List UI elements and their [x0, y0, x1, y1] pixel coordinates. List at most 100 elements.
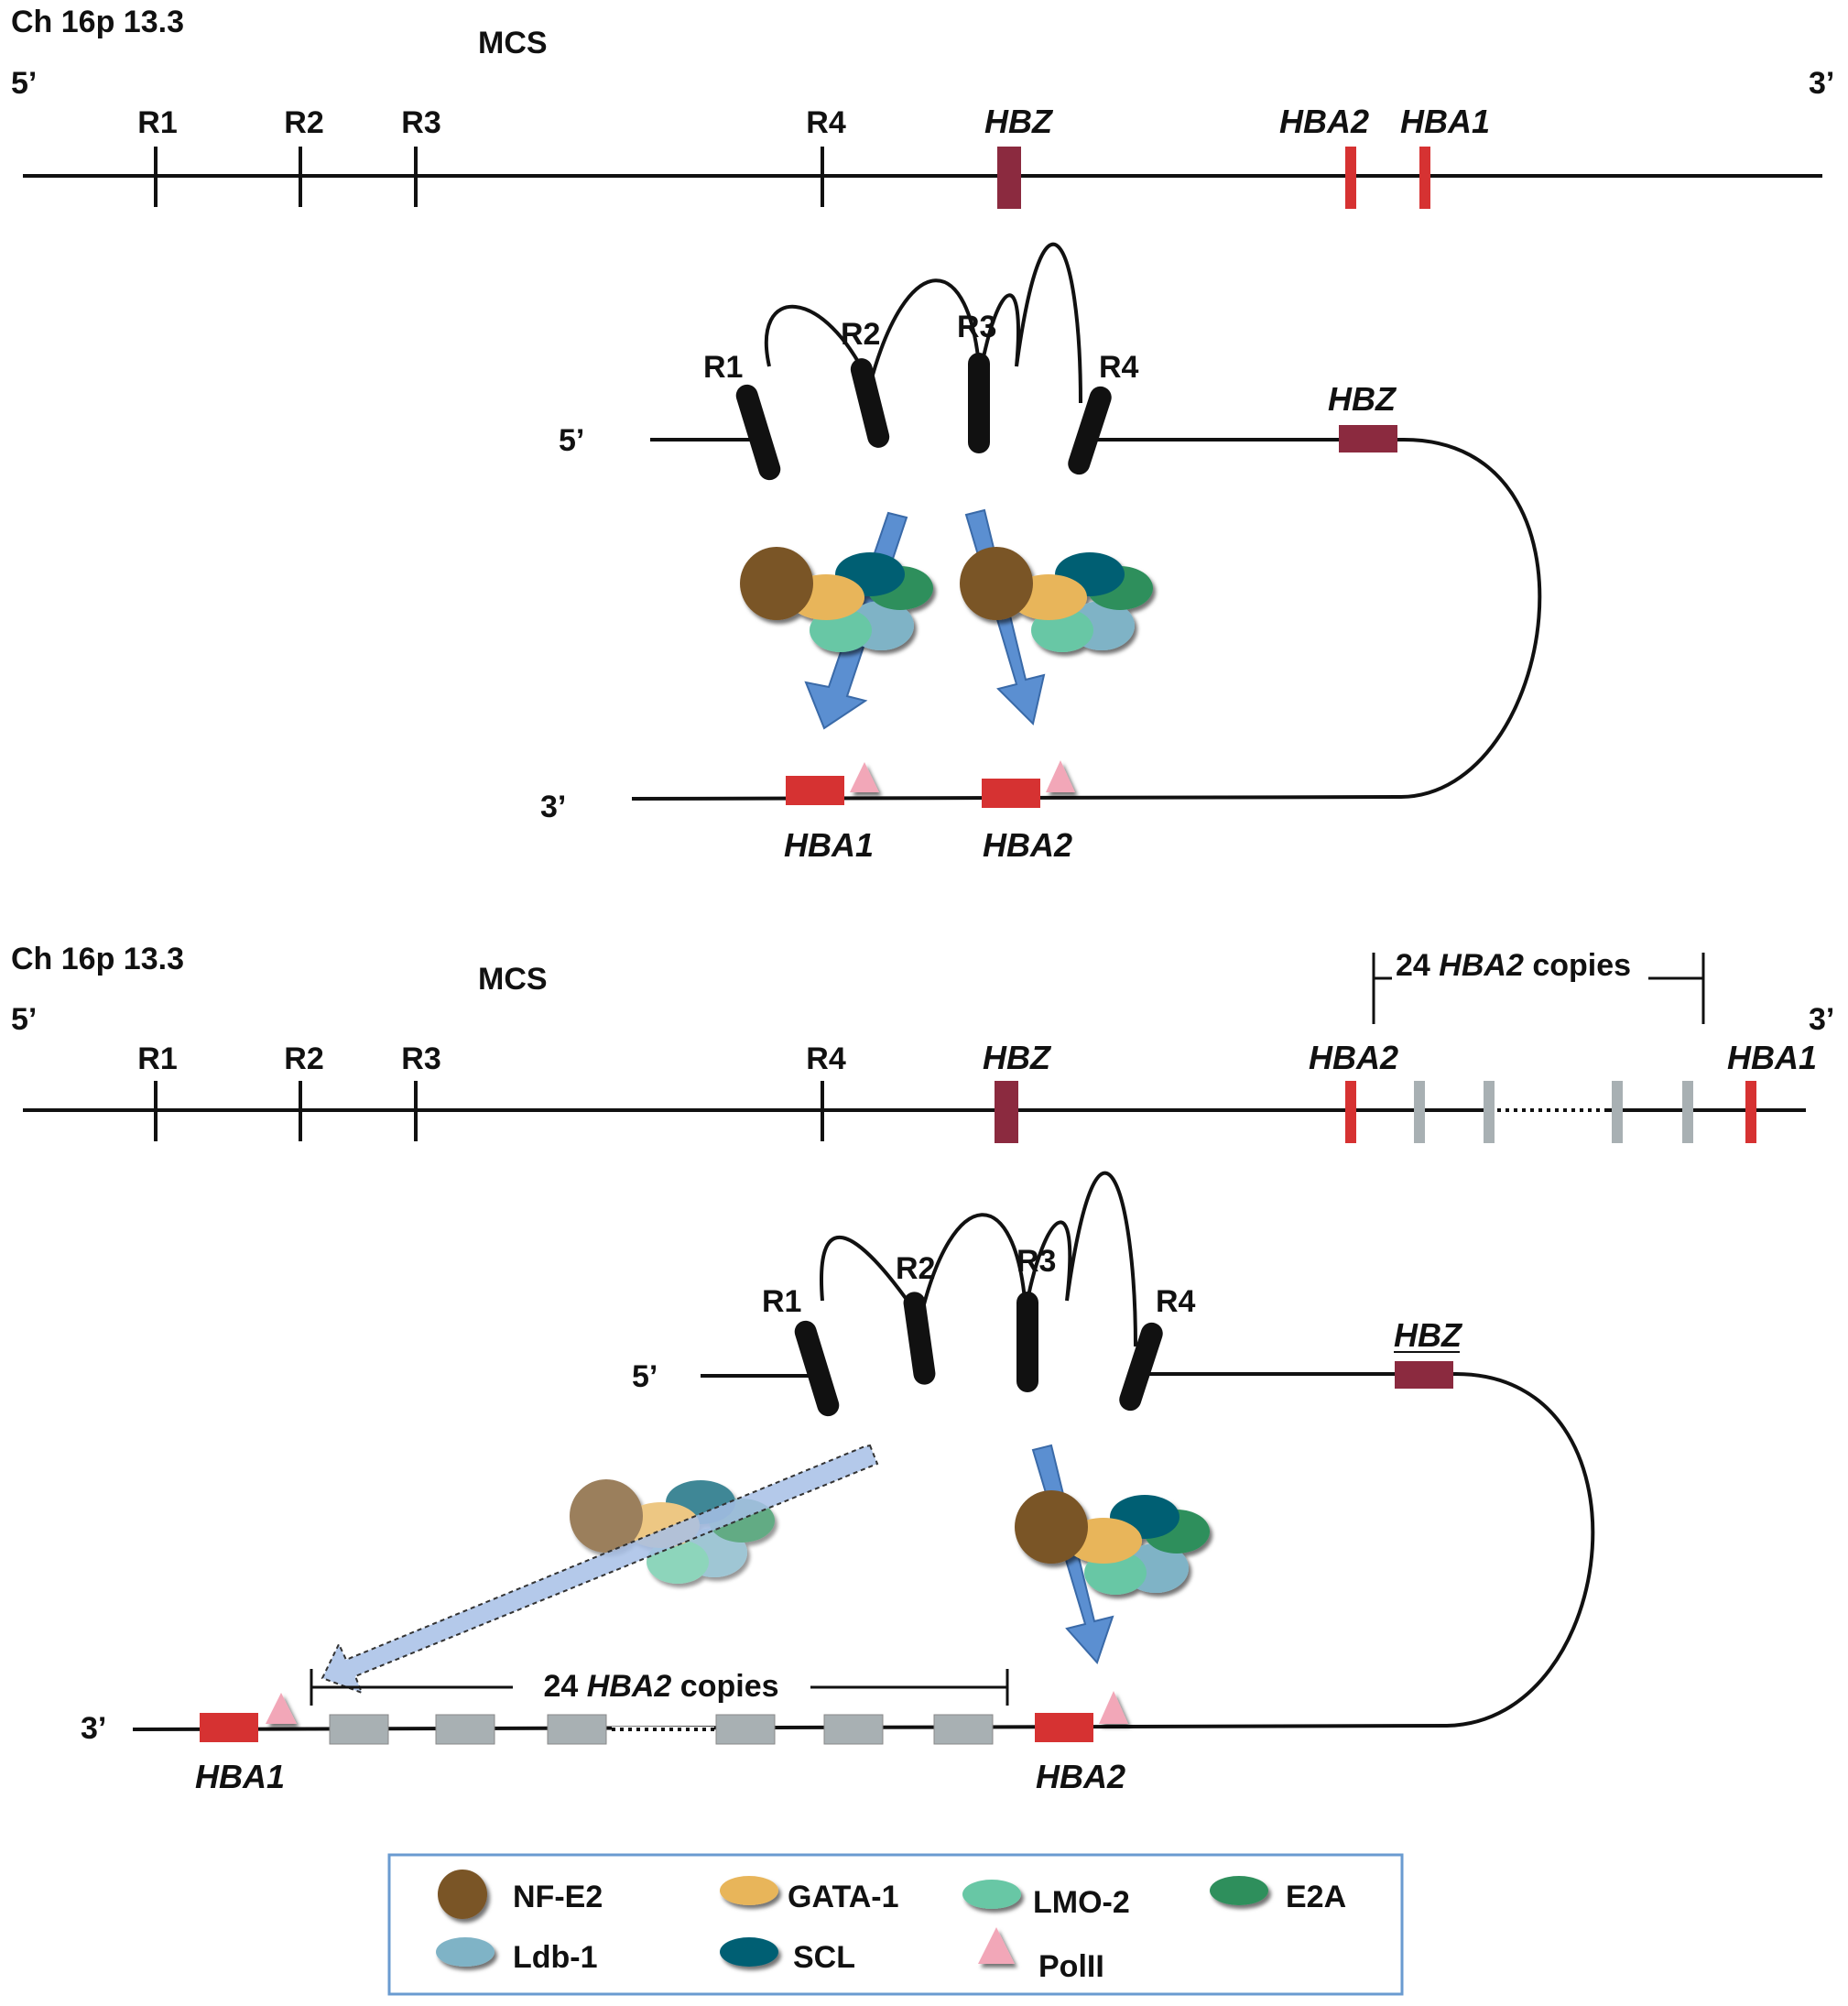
- panel1-loop-arches: [764, 242, 1082, 404]
- panel1-loop-r3-element: [968, 353, 990, 453]
- panel1-polii-hba1: [850, 762, 879, 792]
- panel2-linear-map: Ch 16p 13.3 MCS 5’ 3’ 24 HBA2 copies R1 …: [11, 942, 1834, 1143]
- nfe2-shape: [740, 547, 813, 620]
- panel2-r1-label: R1: [137, 1041, 177, 1076]
- panel1-r4-label: R4: [806, 105, 846, 140]
- panel2-mcs-label: MCS: [478, 962, 548, 997]
- panel2-loop-five-prime: 5’: [632, 1359, 658, 1394]
- legend-ldb1-swatch: [436, 1937, 495, 1967]
- panel1-r2-label: R2: [284, 105, 323, 140]
- panel1-loop-r1-element: [735, 384, 781, 481]
- panel1-r3-label: R3: [401, 105, 440, 140]
- panel1-complex-left: [740, 547, 933, 652]
- panel2-loop-hba1-gene: [200, 1713, 258, 1742]
- panel2-polii-hba1: [266, 1693, 297, 1724]
- panel1-loop-hba1-gene: [786, 776, 844, 805]
- panel1-loop-r2-element: [850, 358, 890, 448]
- panel1-mcs-label: MCS: [478, 26, 548, 60]
- panel2-loop-copy-gene: [547, 1714, 607, 1745]
- legend: NF-E2 GATA-1 LMO-2 E2A Ldb-1 SCL PolII: [387, 1853, 1404, 1996]
- panel1-loop-three-prime: 3’: [540, 790, 566, 824]
- legend-polii-swatch: [978, 1927, 1015, 1964]
- legend-e2a-label: E2A: [1286, 1880, 1346, 1914]
- panel2-loop-copy-gene: [933, 1714, 994, 1745]
- legend-lmo2-swatch: [962, 1880, 1021, 1909]
- panel2-loop-hbz-label: HBZ: [1394, 1316, 1463, 1354]
- panel2-hba1-label: HBA1: [1727, 1039, 1817, 1076]
- nfe2-shape: [960, 547, 1033, 620]
- panel1-loop-r3-label: R3: [957, 310, 996, 344]
- panel2-loop-hba2-label: HBA2: [1036, 1758, 1125, 1795]
- panel2-loop-copy-gene: [435, 1714, 495, 1745]
- panel2-hbz-label: HBZ: [983, 1039, 1052, 1076]
- panel2-polii-hba2: [1099, 1691, 1128, 1724]
- panel1-hba2-label: HBA2: [1279, 103, 1369, 140]
- panel1-loop-hbz-gene: [1339, 425, 1397, 452]
- nfe2-shape: [1015, 1490, 1088, 1564]
- panel2-loop-r1-label: R1: [762, 1284, 801, 1319]
- panel2-loop-copies-label: 24 HBA2 copies: [543, 1669, 778, 1704]
- panel2-r2-label: R2: [284, 1041, 323, 1076]
- panel1-r1-label: R1: [137, 105, 177, 140]
- panel2-loop-backbone: [132, 1372, 1595, 1731]
- panel2-copy-gene: [1484, 1081, 1495, 1143]
- panel1-hbz-label: HBZ: [984, 103, 1054, 140]
- panel1-loop-r4-element: [1068, 386, 1112, 475]
- panel1-loop-hba1-label: HBA1: [784, 826, 874, 864]
- panel2-loop-r1-element: [794, 1320, 840, 1417]
- nfe2-shape: [570, 1479, 643, 1553]
- legend-gata1-swatch: [720, 1876, 778, 1905]
- panel1-five-prime: 5’: [11, 66, 37, 101]
- panel2-five-prime: 5’: [11, 1002, 37, 1037]
- legend-scl-swatch: [720, 1937, 778, 1967]
- panel1-loop-hba2-label: HBA2: [983, 826, 1072, 864]
- panel1-linear-map: Ch 16p 13.3 MCS 5’ 3’ R1 R2 R3 R4 HBZ HB…: [11, 5, 1834, 209]
- panel2-copy-gene: [1414, 1081, 1425, 1143]
- panel2-loop: 5’ 3’ R1 R2 R3 R4 HBZ: [81, 1171, 1595, 1795]
- panel1-loop: 5’ 3’ R1 R2 R3 R4 HBZ: [540, 242, 1542, 864]
- legend-lmo2-label: LMO-2: [1033, 1885, 1130, 1920]
- legend-ldb1-label: Ldb-1: [513, 1940, 598, 1975]
- panel2-copy-gene: [1612, 1081, 1623, 1143]
- panel2-hba2-gene: [1345, 1081, 1356, 1143]
- panel1-loop-r2-label: R2: [841, 317, 880, 352]
- panel2-loop-copy-gene: [823, 1714, 884, 1745]
- legend-gata1-label: GATA-1: [788, 1880, 899, 1914]
- panel1-chromosome-label: Ch 16p 13.3: [11, 5, 184, 39]
- panel2-loop-three-prime: 3’: [81, 1711, 106, 1746]
- panel2-loop-arches: [820, 1171, 1137, 1347]
- legend-scl-label: SCL: [793, 1940, 855, 1975]
- panel2-loop-hba1-label: HBA1: [195, 1758, 285, 1795]
- panel2-loop-hba2-gene: [1035, 1713, 1093, 1742]
- panel2-complex-right: [1015, 1490, 1210, 1595]
- panel2-loop-copies-bracket: [310, 1669, 1009, 1706]
- panel1-complex-right: [960, 547, 1153, 652]
- panel2-loop-r2-element: [903, 1292, 936, 1385]
- panel2-loop-copy-gene: [329, 1714, 389, 1745]
- legend-nfe2-label: NF-E2: [513, 1880, 603, 1914]
- panel2-r3-label: R3: [401, 1041, 440, 1076]
- panel1-polii-hba2: [1046, 760, 1075, 792]
- panel1-hba1-label: HBA1: [1400, 103, 1490, 140]
- legend-nfe2-swatch: [438, 1870, 487, 1919]
- panel1-loop-r4-label: R4: [1099, 350, 1139, 385]
- panel1-loop-five-prime: 5’: [559, 423, 584, 458]
- panel1-loop-r1-label: R1: [703, 350, 743, 385]
- panel1-three-prime: 3’: [1809, 66, 1834, 101]
- panel1-loop-hbz-label: HBZ: [1328, 380, 1397, 418]
- panel1-hbz-gene: [997, 147, 1021, 209]
- panel1-loop-backbone: [631, 438, 1542, 801]
- panel2-loop-hbz-gene: [1395, 1361, 1453, 1389]
- panel1-hba1-gene: [1419, 147, 1430, 209]
- panel2-loop-r3-label: R3: [1016, 1244, 1056, 1279]
- panel1-loop-hba2-gene: [982, 779, 1040, 808]
- panel2-copies-label: 24 HBA2 copies: [1396, 948, 1631, 983]
- panel2-chromosome-label: Ch 16p 13.3: [11, 942, 184, 976]
- panel2-r4-label: R4: [806, 1041, 846, 1076]
- panel2-loop-copy-gene: [715, 1714, 776, 1745]
- panel2-hba1-gene: [1745, 1081, 1756, 1143]
- panel2-loop-r2-label: R2: [896, 1251, 935, 1286]
- panel2-loop-r4-label: R4: [1156, 1284, 1196, 1319]
